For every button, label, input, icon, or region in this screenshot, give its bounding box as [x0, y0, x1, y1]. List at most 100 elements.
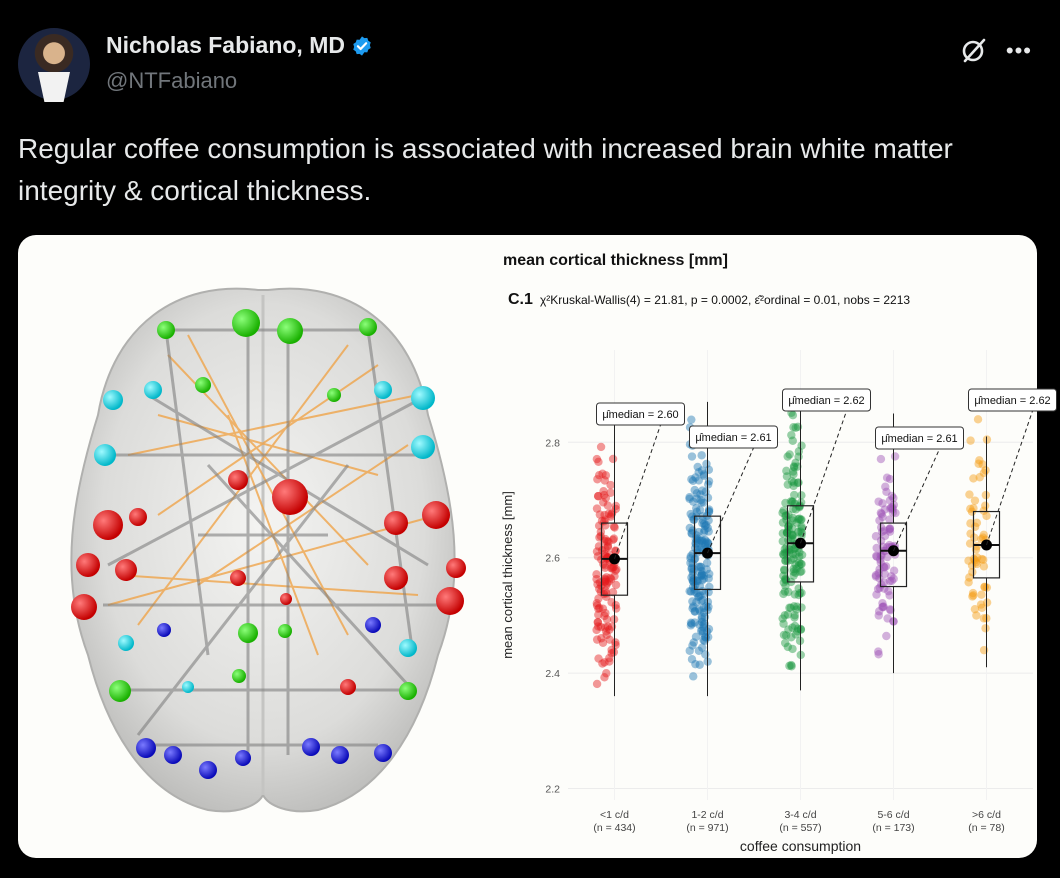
- data-point: [592, 601, 602, 610]
- data-point: [691, 540, 701, 549]
- data-point: [692, 489, 702, 498]
- median-label: μ̂median = 2.61: [695, 432, 771, 444]
- data-point: [789, 481, 798, 491]
- data-point: [611, 601, 620, 610]
- data-point: [778, 537, 787, 546]
- data-point: [601, 575, 610, 585]
- data-point: [600, 561, 610, 570]
- data-point: [797, 567, 806, 576]
- data-point: [874, 497, 883, 506]
- data-point: [796, 515, 805, 525]
- data-point: [704, 505, 714, 514]
- data-point: [602, 669, 611, 678]
- data-point: [688, 604, 697, 613]
- data-point: [700, 521, 710, 531]
- data-point: [685, 523, 695, 533]
- data-point: [704, 477, 714, 486]
- data-point: [885, 496, 895, 505]
- data-point: [596, 587, 606, 596]
- data-point: [704, 527, 713, 536]
- data-point: [698, 538, 707, 547]
- data-point: [698, 515, 707, 525]
- data-point: [875, 565, 884, 574]
- data-point: [792, 627, 802, 636]
- data-point: [686, 558, 695, 568]
- data-point: [592, 504, 602, 513]
- author-name[interactable]: Nicholas Fabiano, MD: [106, 32, 345, 58]
- data-point: [695, 607, 705, 616]
- data-point: [593, 622, 603, 631]
- data-point: [788, 436, 797, 445]
- data-point: [704, 574, 713, 583]
- data-point: [793, 478, 802, 488]
- data-point: [877, 551, 886, 560]
- data-point: [795, 552, 804, 561]
- data-point: [791, 568, 800, 577]
- data-point: [697, 596, 706, 606]
- data-point: [601, 586, 610, 595]
- data-point: [611, 501, 621, 511]
- data-point: [797, 524, 806, 533]
- data-point: [874, 650, 883, 659]
- data-point: [882, 631, 891, 641]
- data-point: [979, 614, 989, 623]
- data-point: [784, 525, 793, 534]
- data-point: [704, 602, 713, 612]
- data-point: [687, 563, 696, 573]
- data-point: [687, 619, 696, 628]
- y-axis-label: mean cortical thickness [mm]: [500, 491, 515, 659]
- data-point: [686, 618, 696, 627]
- x-count-label: (n = 557): [779, 822, 821, 834]
- data-point: [695, 536, 705, 545]
- data-point: [699, 519, 709, 529]
- median-label: μ̂median = 2.60: [602, 409, 678, 421]
- x-tick-label: 1-2 c/d: [691, 809, 723, 821]
- data-point: [698, 626, 707, 635]
- data-point: [785, 661, 794, 671]
- median-label-box: [596, 402, 685, 426]
- data-point: [791, 505, 801, 514]
- data-point: [871, 572, 881, 581]
- more-icon[interactable]: •••: [1005, 38, 1032, 63]
- data-point: [695, 562, 705, 571]
- data-point: [601, 471, 611, 480]
- grok-icon[interactable]: [960, 36, 988, 64]
- author-handle[interactable]: @NTFabiano: [106, 68, 238, 93]
- data-point: [972, 611, 981, 620]
- median-leader: [800, 410, 847, 544]
- data-point: [784, 547, 794, 557]
- data-point: [689, 577, 698, 586]
- data-point: [699, 623, 708, 632]
- data-point: [787, 555, 796, 565]
- data-point: [789, 564, 798, 574]
- data-point: [694, 476, 704, 485]
- data-point: [691, 659, 700, 669]
- data-point: [699, 571, 709, 580]
- data-point: [699, 471, 709, 481]
- data-point: [789, 462, 799, 471]
- data-point: [789, 423, 798, 432]
- data-point: [965, 490, 974, 499]
- data-point: [686, 587, 696, 596]
- data-point: [876, 508, 886, 518]
- data-point: [787, 477, 797, 486]
- data-point: [975, 456, 984, 465]
- data-point: [886, 504, 895, 513]
- data-point: [880, 526, 889, 535]
- data-point: [788, 513, 798, 523]
- data-point: [701, 539, 710, 548]
- avatar[interactable]: [18, 28, 90, 102]
- data-point: [699, 603, 708, 613]
- data-point: [603, 543, 613, 552]
- data-point: [608, 563, 617, 572]
- data-point: [972, 553, 982, 562]
- data-point: [795, 502, 804, 512]
- brain-network-image: [70, 287, 466, 813]
- data-point: [968, 592, 977, 601]
- data-point: [697, 498, 706, 507]
- data-point: [780, 638, 790, 648]
- data-point: [980, 582, 989, 591]
- data-point: [789, 504, 798, 514]
- data-point: [698, 628, 708, 638]
